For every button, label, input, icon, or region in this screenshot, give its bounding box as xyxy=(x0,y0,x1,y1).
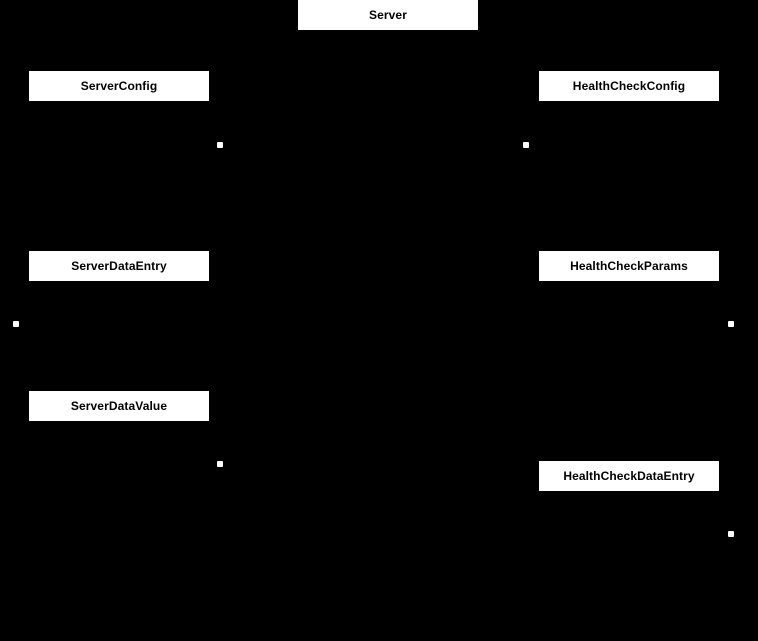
edge-marker-server-to-server-config xyxy=(217,142,223,148)
node-health-check-data-entry[interactable]: HealthCheckDataEntry xyxy=(539,461,719,491)
node-health-check-config[interactable]: HealthCheckConfig xyxy=(539,71,719,101)
edge-marker-health-check-params-to-health-check-data-entry xyxy=(728,531,734,537)
node-server-config-label: ServerConfig xyxy=(80,79,158,93)
edge-marker-server-data-entry-to-server-data-value xyxy=(217,461,223,467)
edge-server-to-health-check-config xyxy=(628,30,629,71)
node-health-check-config-label: HealthCheckConfig xyxy=(572,79,686,93)
edge-marker-health-check-config-to-health-check-params xyxy=(728,321,734,327)
edge-marker-server-config-to-server-data-entry xyxy=(13,321,19,327)
edge-health-check-params-to-health-check-data-entry xyxy=(628,281,629,461)
edge-server-data-entry-to-server-data-value xyxy=(119,281,120,391)
node-server-label: Server xyxy=(369,8,407,22)
node-health-check-params-label: HealthCheckParams xyxy=(570,259,688,273)
node-server[interactable]: Server xyxy=(298,0,478,30)
edge-server-config-to-server-data-entry xyxy=(119,101,120,251)
node-server-data-entry[interactable]: ServerDataEntry xyxy=(29,251,209,281)
node-server-config[interactable]: ServerConfig xyxy=(29,71,209,101)
node-server-data-value-label: ServerDataValue xyxy=(70,399,168,413)
node-server-data-entry-label: ServerDataEntry xyxy=(71,259,167,273)
edge-server-to-server-config xyxy=(119,30,120,71)
edge-marker-server-to-health-check-config xyxy=(523,142,529,148)
node-server-data-value[interactable]: ServerDataValue xyxy=(29,391,209,421)
node-health-check-data-entry-label: HealthCheckDataEntry xyxy=(563,469,695,483)
node-health-check-params[interactable]: HealthCheckParams xyxy=(539,251,719,281)
edge-health-check-config-to-health-check-params xyxy=(628,101,629,251)
